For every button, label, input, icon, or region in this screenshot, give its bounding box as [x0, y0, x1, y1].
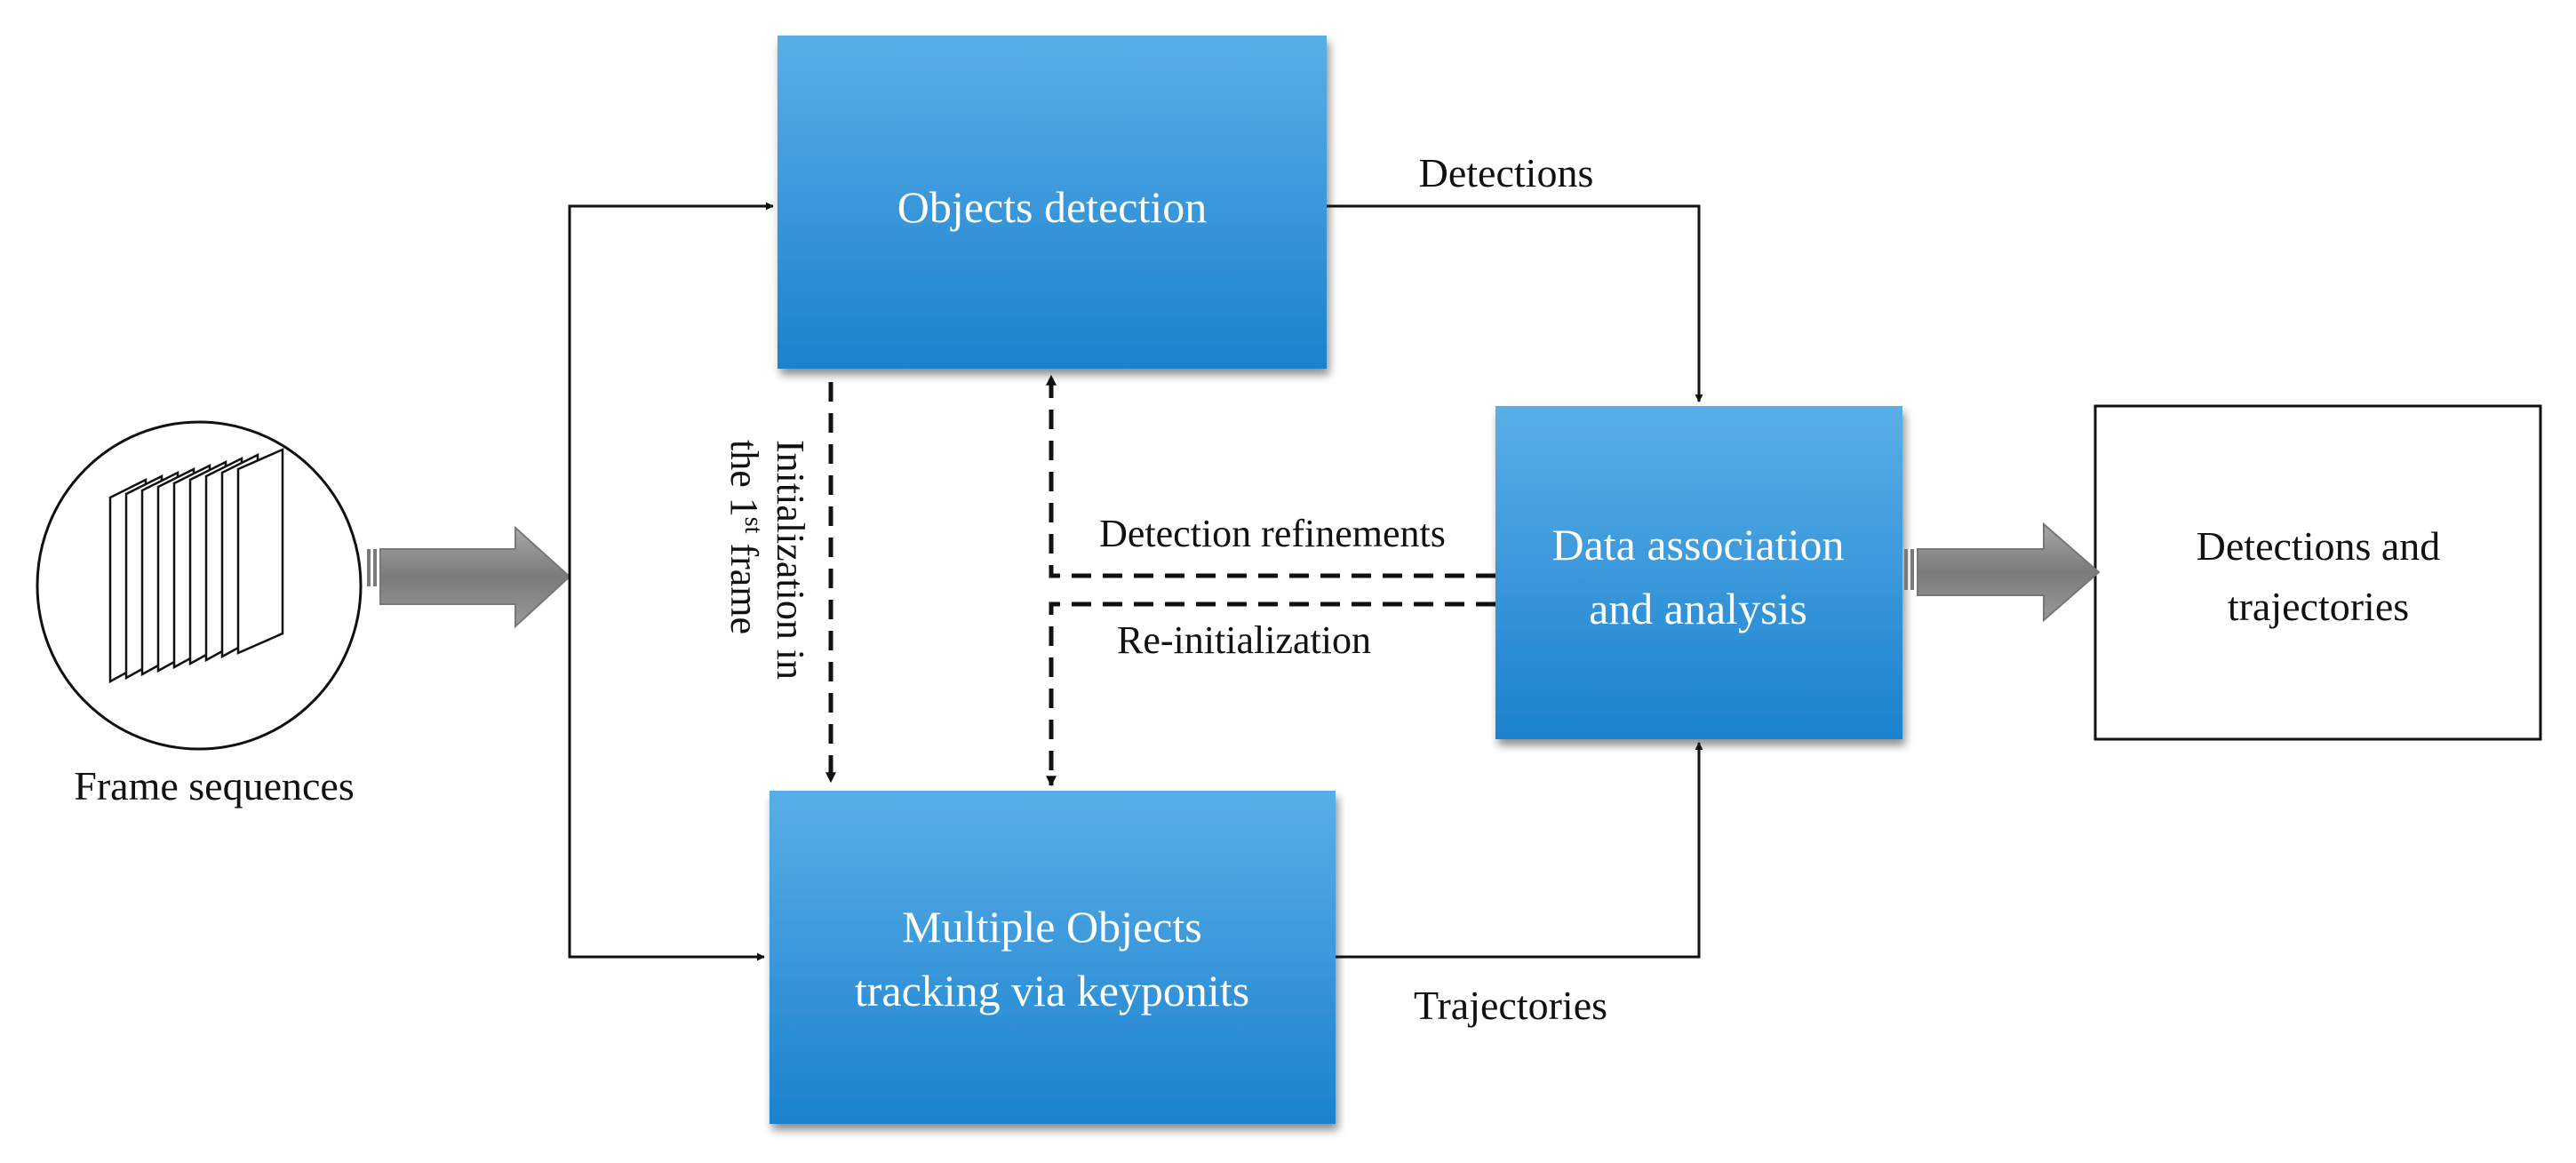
reinitialization-label: Re-initialization: [1117, 618, 1371, 662]
arrow-to-objects-detection: [568, 202, 774, 577]
multiple-tracking-label-line1: Multiple Objects: [902, 902, 1201, 952]
detections-edge: Detections: [1327, 150, 1703, 402]
output-label-line1: Detections and: [2197, 523, 2441, 569]
output-flow-arrow: [1904, 522, 2101, 623]
detection-refinements-label: Detection refinements: [1099, 512, 1446, 555]
trajectories-edge-label: Trajectories: [1414, 983, 1607, 1028]
frame-sequences-label: Frame sequences: [74, 763, 355, 809]
output-label-line2: trajectories: [2228, 584, 2409, 629]
frame-stack-icon: [108, 448, 284, 684]
multiple-tracking-node: Multiple Objects tracking via keyponits: [770, 791, 1336, 1124]
output-node: Detections and trajectories: [2093, 404, 2542, 741]
multiple-tracking-label-line2: tracking via keyponits: [855, 966, 1249, 1016]
objects-detection-box: [778, 36, 1327, 369]
arrow-to-multiple-tracking: [568, 577, 765, 961]
data-association-label-line2: and analysis: [1589, 584, 1807, 633]
detections-edge-label: Detections: [1419, 150, 1594, 195]
initialization-edge: Initialization in the 1st frame: [722, 382, 836, 784]
multiple-tracking-box: [770, 791, 1336, 1124]
frame-sequences-node: Frame sequences: [36, 420, 363, 809]
data-association-box: [1495, 406, 1902, 739]
objects-detection-node: Objects detection: [778, 36, 1327, 369]
data-association-node: Data association and analysis: [1495, 406, 1902, 739]
splitter-connectors: [568, 202, 774, 961]
data-association-label-line1: Data association: [1551, 520, 1844, 570]
initialization-label-line1: Initialization in: [769, 440, 812, 680]
output-box: [2093, 404, 2542, 741]
trajectories-edge: Trajectories: [1336, 742, 1703, 1028]
objects-detection-label: Objects detection: [897, 182, 1208, 232]
detection-refinements-edge: Detection refinements: [1046, 374, 1495, 578]
input-flow-arrow: [367, 525, 571, 629]
reinitialization-edge: Re-initialization: [1046, 601, 1495, 787]
initialization-label-line2: the 1st frame: [722, 440, 767, 634]
